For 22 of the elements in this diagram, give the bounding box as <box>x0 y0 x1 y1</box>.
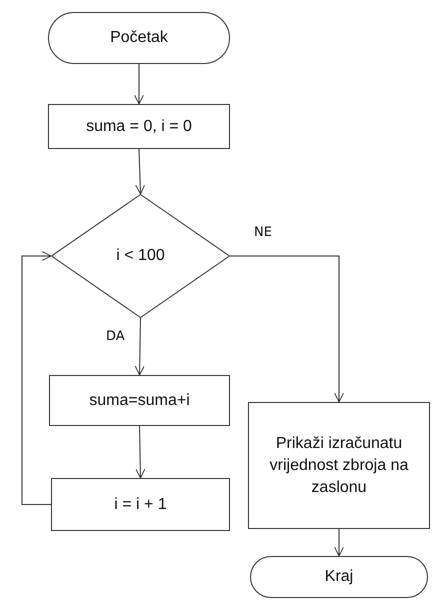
process-box <box>48 104 230 149</box>
arrow <box>135 426 146 478</box>
process-box <box>248 402 430 529</box>
arrow <box>22 251 52 505</box>
node-text: i = i + 1 <box>114 494 167 514</box>
node-text: Kraj <box>324 567 354 587</box>
edge-label: NE <box>252 226 274 239</box>
node-text: suma = 0, i = 0 <box>86 116 192 136</box>
edge-label: DA <box>104 330 127 343</box>
process-box <box>49 375 230 426</box>
arrow <box>134 64 144 104</box>
arrow <box>230 256 344 402</box>
node-text: suma=suma+i <box>89 390 190 410</box>
node-text: Početak <box>110 28 168 48</box>
arrow <box>135 148 146 194</box>
terminator <box>48 12 230 64</box>
arrow <box>134 318 145 376</box>
arrow <box>334 528 344 556</box>
terminator <box>250 556 428 598</box>
node-text: Prikaži izračunatu vrijednost zbroja na zaslonu <box>268 434 410 498</box>
node-text: i < 100 <box>116 246 165 266</box>
process-box <box>51 478 230 531</box>
